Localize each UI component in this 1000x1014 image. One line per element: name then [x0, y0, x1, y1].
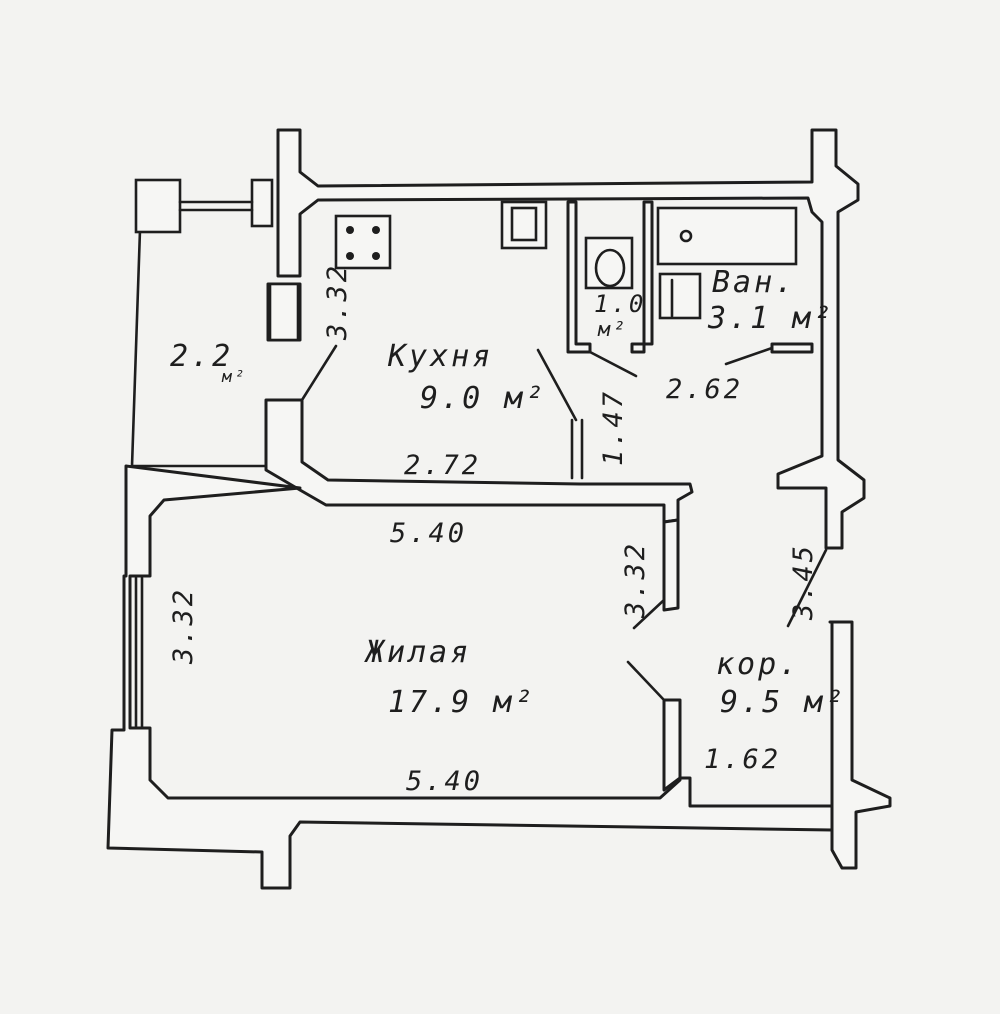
balcony-bracket — [250, 178, 274, 228]
top-wall — [276, 128, 866, 550]
wet-area — [268, 200, 814, 354]
balcony-unit: м² — [221, 367, 247, 386]
balcony-door-leaf — [300, 344, 338, 402]
toilet-area: 1.0 — [594, 290, 646, 318]
dimension-labels: 3.32 2.72 1.47 2.62 5.40 5.40 3.32 3.32 … — [168, 263, 819, 797]
toilet-door-leaf — [588, 350, 638, 378]
dim-living-door: 3.32 — [620, 541, 651, 619]
dim-corridor-door: 3.45 — [788, 543, 819, 621]
walls — [106, 128, 892, 890]
corridor-right-wall — [828, 620, 892, 870]
toilet-left-wall — [566, 200, 592, 354]
kitchen-door-leaf — [536, 348, 578, 422]
bath-door-leaf — [724, 346, 774, 366]
doors — [300, 344, 828, 702]
burner-1 — [346, 226, 354, 234]
kitchen-cabinet — [268, 282, 300, 342]
bath-name: Ван. — [712, 265, 796, 300]
toilet-bowl — [594, 248, 626, 288]
living-right-lower-wall — [662, 698, 682, 792]
burner-2 — [372, 226, 380, 234]
dim-living-left: 3.32 — [168, 587, 199, 665]
dim-corridor-bottom: 1.62 — [704, 744, 781, 775]
living-name: Жилая — [364, 635, 471, 670]
left-exterior-wall — [106, 464, 834, 890]
corridor-area: 9.5 м² — [720, 685, 846, 720]
kitchen-area: 9.0 м² — [420, 381, 546, 416]
living-right-wall — [662, 518, 680, 612]
living-door-leaf — [632, 598, 666, 630]
balcony-post — [134, 178, 182, 234]
living-area: 17.9 м² — [388, 685, 535, 720]
bath-bottom-wall — [770, 342, 814, 354]
bath-sink — [658, 272, 702, 320]
corridor-door-leaf — [786, 548, 828, 628]
balcony-area: 2.2 — [170, 339, 233, 374]
bathtub-drain — [679, 229, 693, 243]
room-labels: Кухня 9.0 м² Жилая 17.9 м² Ван. 3.1 м² к… — [170, 265, 846, 720]
dim-living-bottom: 5.40 — [406, 766, 483, 797]
burner-3 — [346, 252, 354, 260]
living-door-leaf-2 — [626, 660, 666, 702]
dim-living-top: 5.40 — [390, 518, 467, 549]
kitchen-name: Кухня — [387, 339, 493, 374]
toilet-tank — [584, 236, 634, 290]
toilet-bath-wall — [630, 200, 654, 354]
dim-bath-door: 2.62 — [666, 374, 743, 405]
kitchen-left-lower-wall — [264, 398, 694, 524]
dim-balcony-door: 3.32 — [322, 263, 353, 341]
toilet-unit: м² — [597, 317, 628, 341]
dim-kitchen-width: 2.72 — [404, 450, 481, 481]
kitchen-sink-basin — [510, 206, 538, 242]
dim-kitchen-door: 1.47 — [598, 389, 629, 466]
bathtub — [656, 206, 798, 266]
stove — [334, 214, 392, 270]
corridor-name: кор. — [716, 647, 800, 682]
kitchen-sink — [500, 200, 548, 250]
bath-area: 3.1 м² — [707, 301, 834, 336]
burner-4 — [372, 252, 380, 260]
